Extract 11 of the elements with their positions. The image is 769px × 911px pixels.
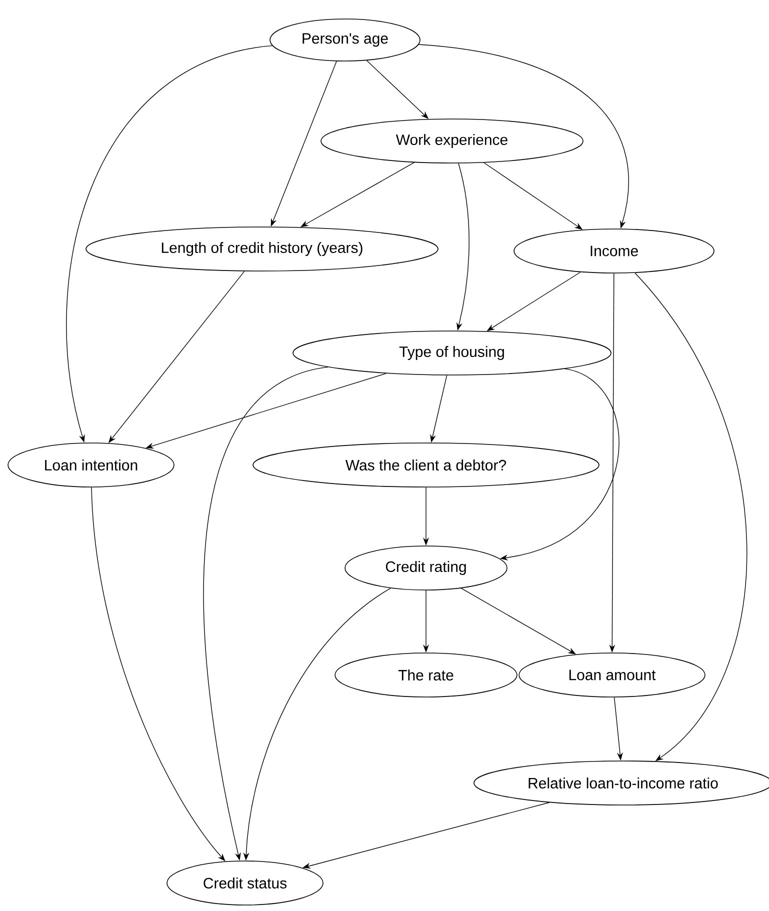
ellipse-node: Type of housing: [292, 330, 612, 376]
ellipse-node: Length of credit history (years): [86, 226, 438, 272]
ellipse-node: Credit rating: [344, 546, 508, 590]
ellipse-node: The rate: [334, 652, 518, 698]
ellipse-node: Loan intention: [8, 442, 174, 488]
ellipse-node: Credit status: [166, 860, 324, 906]
ellipse-node: Work experience: [320, 118, 584, 164]
ellipse-node: Person's age: [270, 18, 420, 62]
ellipse-node: Loan amount: [518, 652, 706, 698]
ellipse-node: Was the client a debtor?: [252, 442, 600, 488]
ellipse-node: Income: [514, 228, 714, 274]
